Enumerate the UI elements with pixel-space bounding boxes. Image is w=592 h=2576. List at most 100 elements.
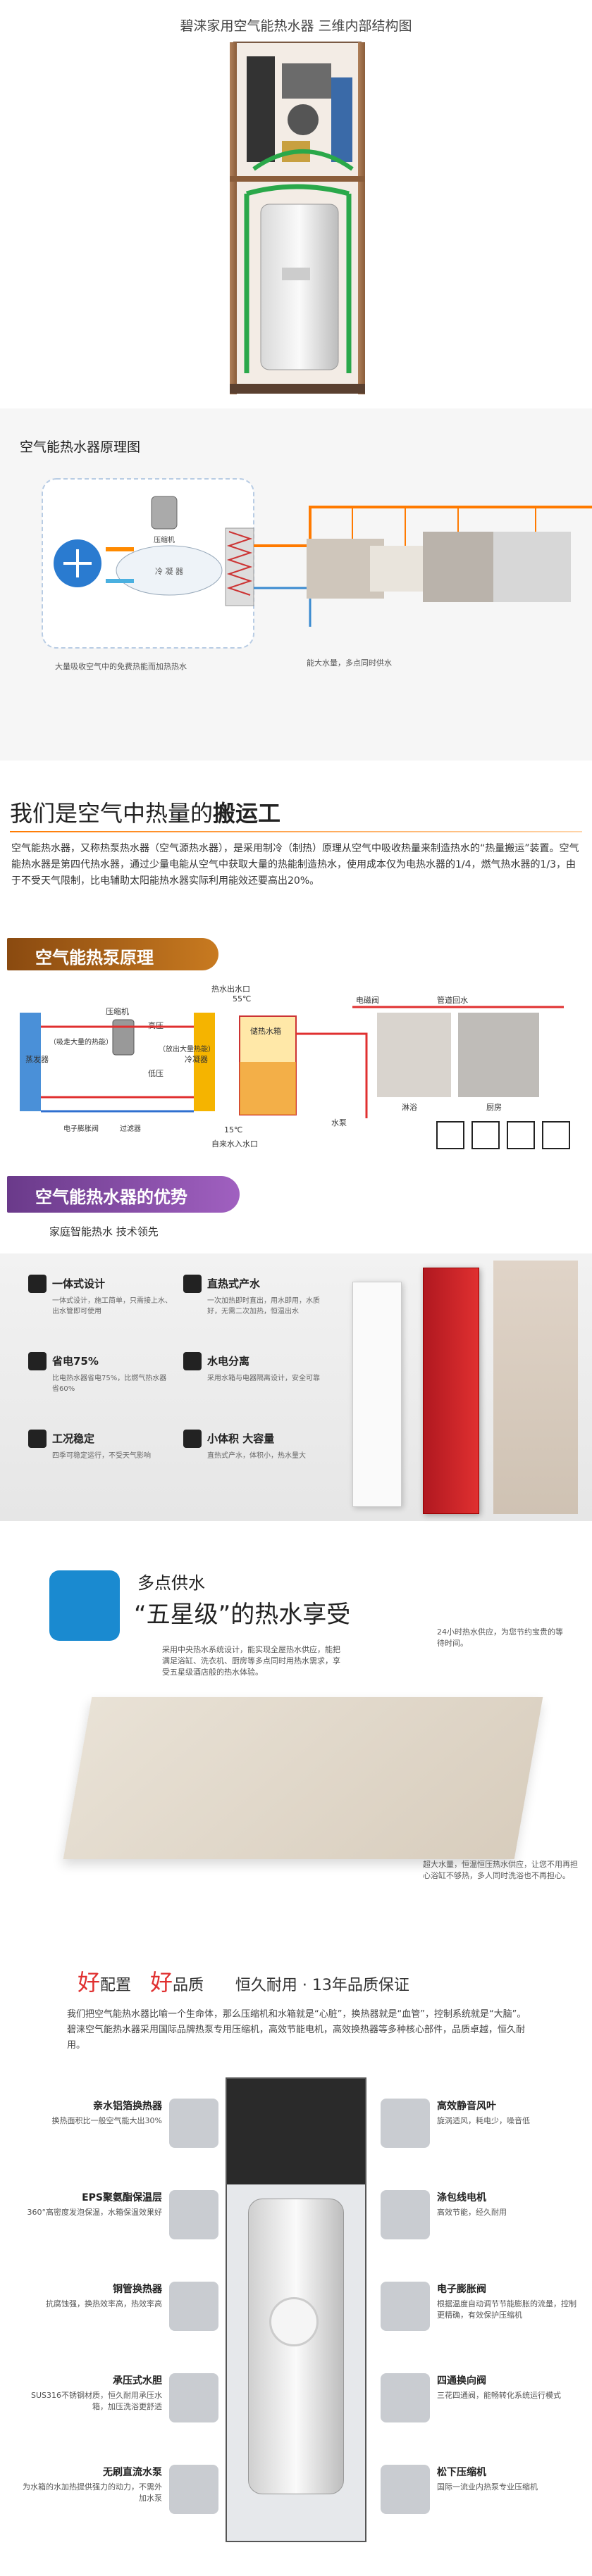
config-item: 四通换向阀三花四通阀，能畅转化系统运行模式	[381, 2366, 585, 2444]
config-item-title: 铜管换热器	[113, 2284, 162, 2295]
config-component-image	[381, 2465, 430, 2514]
bath-icon	[507, 1121, 535, 1149]
label-expansion-valve: 电子膨胀阀	[63, 1124, 99, 1133]
product-red-unit	[423, 1268, 479, 1514]
section-structure: 碧涞家用空气能热水器 三维内部结构图	[0, 0, 592, 394]
heatpump-diagram: 热水出水口 55℃ 蒸发器 （吸走大量的热能） 压缩机 高压 低压 冷凝器 （放…	[20, 984, 570, 1149]
structure-title: 碧涞家用空气能热水器 三维内部结构图	[180, 18, 412, 34]
config-tank-window	[269, 2297, 319, 2346]
config-tank	[248, 2199, 344, 2494]
config-item-desc: SUS316不锈钢材质，恒久耐用承压水箱，加压洗浴更舒适	[30, 2391, 162, 2411]
config-h-good2: 好	[149, 1969, 173, 1996]
config-component-image	[381, 2099, 430, 2148]
label-cold-in: 自来水入水口	[211, 1139, 258, 1149]
advantage-sub: 家庭智能热水 技术领先	[49, 1225, 159, 1238]
transporter-heading: 我们是空气中热量的搬运工	[10, 796, 280, 828]
config-component-image	[381, 2373, 430, 2422]
config-item: EPS聚氨酯保温层 360°高密度发泡保温，水箱保温效果好	[14, 2183, 218, 2261]
feature-item: 工况稳定四季可稳定运行，不受天气影响	[28, 1430, 176, 1500]
config-item-title: EPS聚氨酯保温层	[82, 2192, 162, 2203]
config-component-image	[169, 2373, 218, 2422]
config-heading: 好配置 好品质 恒久耐用 · 13年品质保证	[78, 1965, 409, 1997]
feature-item: 小体积 大容量直热式产水，体积小，热水量大	[183, 1430, 331, 1500]
label-pipe: 管道回水	[437, 995, 468, 1005]
multipoint-note2: 24小时热水供应，为您节约宝贵的等待时间。	[437, 1627, 563, 1648]
label-hot-out: 热水出水口	[211, 984, 250, 994]
config-item: 高效静音风叶旋涡适风，耗电少，噪音低	[381, 2092, 585, 2169]
label-pump: 水泵	[331, 1118, 347, 1127]
model-woman-photo	[493, 1261, 578, 1514]
section-advantages: 空气能热水器的优势 家庭智能热水 技术领先 一体式设计一体式设计，施工简单，只需…	[0, 1155, 592, 1535]
feature-icon	[28, 1430, 47, 1448]
config-component-image	[169, 2465, 218, 2514]
multipoint-note3: 超大水量，恒温恒压热水供应，让您不用再担心浴缸不够热，多人同时洗浴也不再担心。	[423, 1860, 578, 1880]
config-item-desc: 根据温度自动调节节能膨胀的流量，控制更精确，有效保护压缩机	[437, 2299, 576, 2320]
feature-desc: 直热式产水，体积小，热水量大	[207, 1452, 306, 1460]
feature-title: 一体式设计	[52, 1277, 106, 1290]
feature-desc: 一体式设计，施工简单，只需接上水、出水管即可使用	[52, 1297, 172, 1315]
label-shower: 淋浴	[402, 1103, 417, 1112]
label-high: 高压	[148, 1020, 164, 1030]
config-top-compartment	[227, 2079, 365, 2184]
principle-title: 空气能热水器原理图	[20, 439, 141, 455]
config-item: 亲水铝箔换热器换热面积比一般空气能大出30%	[14, 2092, 218, 2169]
feature-desc: 采用水箱与电器隔离设计，安全可靠	[207, 1375, 320, 1382]
tank-label: 冷 凝 器	[155, 566, 183, 576]
feature-title: 小体积 大容量	[207, 1432, 275, 1445]
principle-caption-right: 能大水量，多点同时供水	[307, 658, 392, 668]
label-condenser: 冷凝器	[185, 1054, 208, 1064]
house-floorplan	[63, 1697, 543, 1859]
config-item-title: 承压式水胆	[113, 2375, 162, 2387]
config-item-desc: 高效节能，经久耐用	[437, 2208, 507, 2217]
config-item: 承压式水胆 SUS316不锈钢材质，恒久耐用承压水箱，加压洗浴更舒适	[14, 2366, 218, 2444]
config-item-desc: 换热面积比一般空气能大出30%	[51, 2116, 162, 2125]
config-item-desc: 国际一流业内热泵专业压缩机	[437, 2482, 538, 2491]
config-item: 无刷直流水泵为水箱的水加热提供强力的动力，不需外加水泵	[14, 2458, 218, 2535]
multipoint-heading1: 多点供水	[137, 1573, 205, 1593]
label-valve: 电磁阀	[356, 995, 379, 1005]
advantage-banner: 空气能热水器的优势	[7, 1176, 240, 1213]
label-low: 低压	[148, 1069, 164, 1078]
config-component-image	[381, 2282, 430, 2331]
config-right-list: 高效静音风叶旋涡适风，耗电少，噪音低涤包线电机高效节能，经久耐用电子膨胀阀根据温…	[381, 2092, 585, 2556]
feature-icon	[28, 1275, 47, 1293]
config-item-title: 四通换向阀	[437, 2375, 486, 2387]
config-item: 铜管换热器抗腐蚀强，换热效率高，热效率高	[14, 2275, 218, 2352]
config-item: 涤包线电机高效节能，经久耐用	[381, 2183, 585, 2261]
config-component-image	[169, 2190, 218, 2239]
section-configuration: 好配置 好品质 恒久耐用 · 13年品质保证 我们把空气能热水器比喻一个生命体，…	[0, 1944, 592, 2576]
config-item-desc: 360°高密度发泡保温，水箱保温效果好	[27, 2208, 163, 2217]
section-multipoint: 多点供水 “五星级”的热水享受 采用中央热水系统设计，能实现全屋热水供应，能把满…	[0, 1549, 592, 1915]
principle-diagram: 压缩机 冷 凝 器 大量吸收空气中的免费热能而加热热水 能大水量，多点同时供水	[42, 478, 592, 671]
feature-item: 一体式设计一体式设计，施工简单，只需接上水、出水管即可使用	[28, 1275, 176, 1345]
faucet-feature-icon	[49, 1570, 120, 1641]
config-intro: 我们把空气能热水器比喻一个生命体，那么压缩机和水箱就是“心脏”，换热器就是“血管…	[67, 2009, 526, 2051]
feature-icon	[183, 1275, 202, 1293]
feature-title: 水电分离	[207, 1355, 250, 1368]
config-item-title: 涤包线电机	[437, 2192, 486, 2203]
config-item-desc: 三花四通阀，能畅转化系统运行模式	[437, 2391, 561, 2400]
principle-caption-left: 大量吸收空气中的免费热能而加热热水	[55, 661, 187, 671]
label-tank: 储热水箱	[250, 1026, 281, 1036]
heatpump-banner-text: 空气能热泵原理	[35, 948, 154, 968]
label-compressor: 压缩机	[106, 1006, 129, 1016]
config-item-desc: 旋涡适风，耗电少，噪音低	[437, 2116, 530, 2125]
config-component-image	[169, 2282, 218, 2331]
feature-item: 省电75% 比电热水器省电75%，比燃气热水器省60%	[28, 1352, 176, 1423]
config-h-pinzhi: 品质	[172, 1977, 204, 1994]
feature-item: 直热式产水一次加热即时直出，用水即用，水质好，无需二次加热，恒温出水	[183, 1275, 331, 1345]
label-temp-55: 55℃	[233, 994, 251, 1003]
config-component-image	[169, 2099, 218, 2148]
transporter-underline	[10, 831, 582, 832]
feature-title: 省电75%	[52, 1355, 99, 1368]
feature-desc: 比电热水器省电75%，比燃气热水器省60%	[52, 1375, 167, 1393]
config-item-title: 无刷直流水泵	[103, 2467, 162, 2478]
config-left-list: 亲水铝箔换热器换热面积比一般空气能大出30% EPS聚氨酯保温层 360°高密度发泡…	[14, 2092, 218, 2556]
config-item-title: 高效静音风叶	[437, 2101, 496, 2112]
faucet-icon	[471, 1121, 500, 1149]
section-principle-diagram: 空气能热水器原理图 压缩机 冷 凝 器 大量吸收空气中的免费热能而加热热水 能大…	[0, 408, 592, 761]
feature-icon	[183, 1352, 202, 1370]
transporter-body: 空气能热水器，又称热泵热水器（空气源热水器），是采用制冷（制热）原理从空气中吸收…	[11, 843, 579, 887]
heatpump-banner: 空气能热泵原理	[7, 938, 218, 970]
multipoint-note1: 采用中央热水系统设计，能实现全屋热水供应，能把满足浴缸、洗衣机、厨房等多点同时用…	[162, 1645, 340, 1677]
